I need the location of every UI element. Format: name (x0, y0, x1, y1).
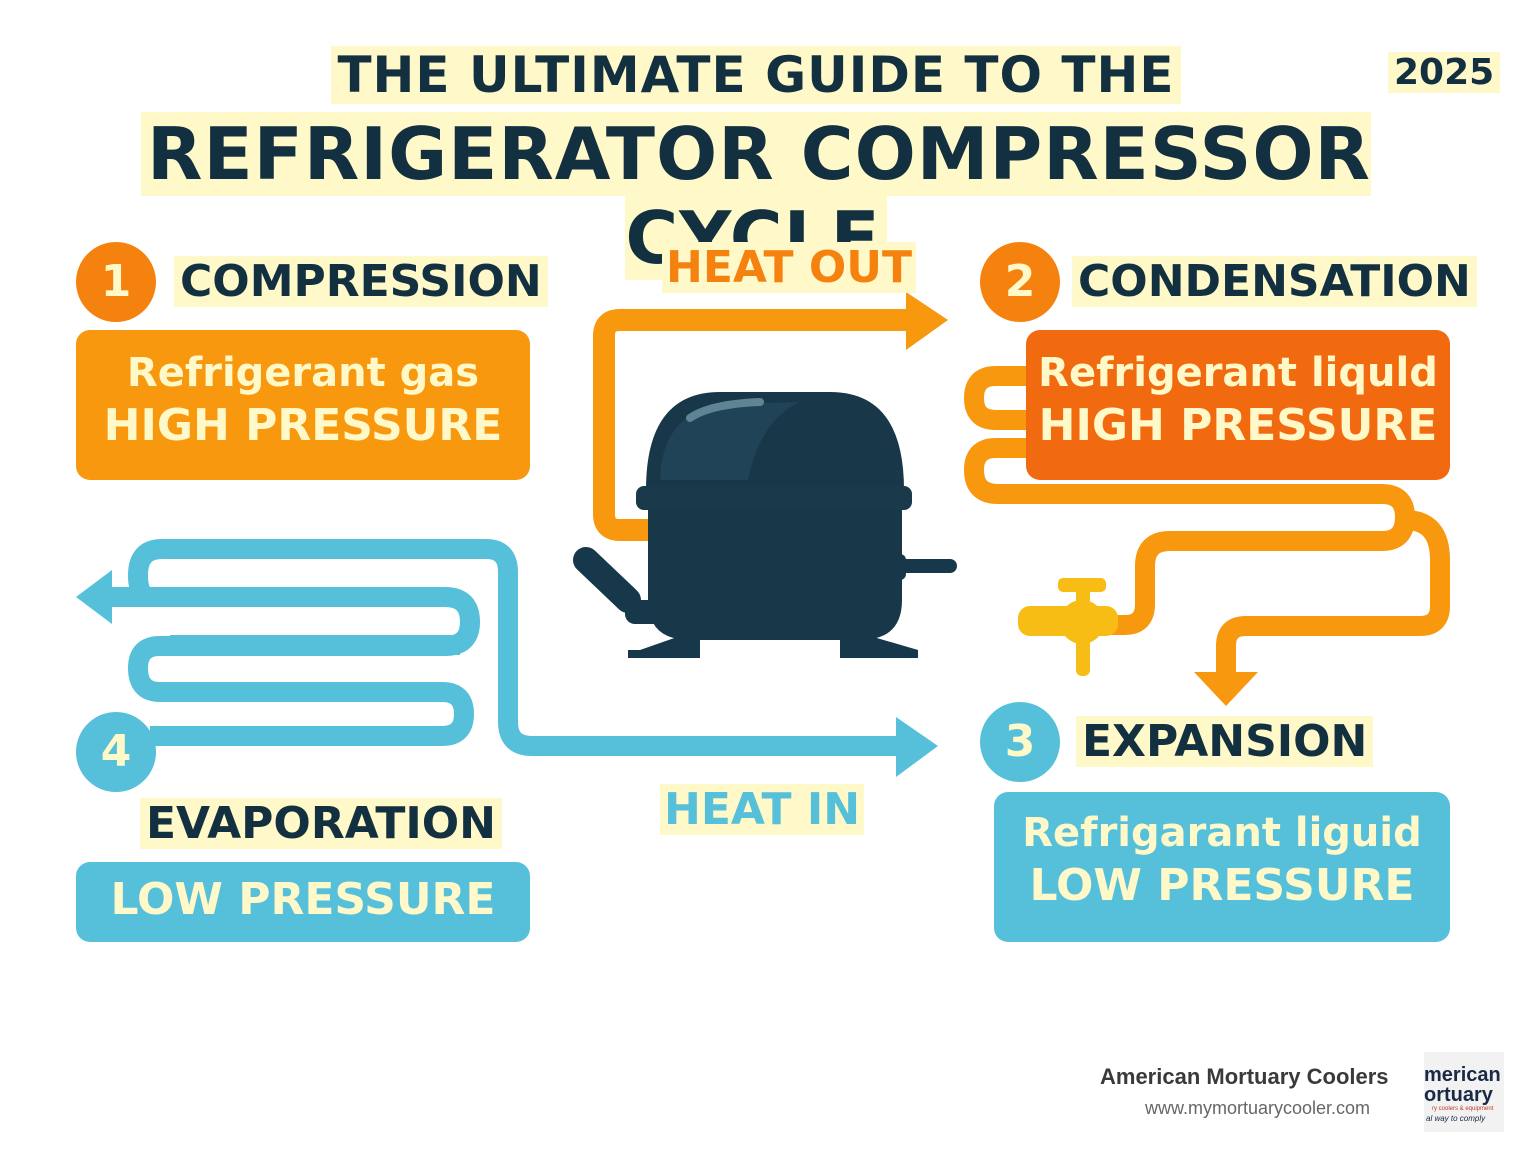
brand-logo: merican ortuary ry coolers & equipment a… (1424, 1052, 1504, 1132)
stage-3-name: EXPANSION (1076, 716, 1374, 767)
condensation-line-2: HIGH PRESSURE (1038, 400, 1438, 451)
badge-3-bg (980, 702, 1060, 782)
heat-out-pipe (593, 309, 915, 541)
heat-in-label: HEAT IN (660, 784, 865, 835)
badge-4-bg (76, 712, 156, 792)
badge-4: 4 (100, 726, 132, 777)
heat-out-arrow-icon (906, 292, 948, 350)
compressor-icon (573, 392, 957, 658)
evaporation-line-2: LOW PRESSURE (110, 874, 496, 925)
stage-2-name: CONDENSATION (1072, 256, 1477, 307)
stage-4-name: EVAPORATION (140, 798, 502, 849)
badge-2: 2 (1004, 256, 1036, 307)
condensation-box: Refrigerant liquld HIGH PRESSURE (1026, 330, 1450, 480)
compression-box: Refrigerant gas HIGH PRESSURE (76, 330, 530, 480)
logo-text-2: ortuary (1424, 1084, 1493, 1106)
expansion-line-2: LOW PRESSURE (1029, 860, 1415, 911)
badge-1-bg (76, 242, 156, 322)
brand-name: American Mortuary Coolers (1100, 1064, 1389, 1089)
stage-1-name: COMPRESSION (174, 256, 548, 307)
badge-2-bg (980, 242, 1060, 322)
logo-text-4: al way to comply (1426, 1114, 1486, 1123)
compression-line-1: Refrigerant gas (126, 350, 480, 396)
condensation-line-1: Refrigerant liquld (1038, 350, 1438, 396)
evaporation-out-arrow-icon (76, 570, 112, 624)
logo-text-3: ry coolers & equipment (1432, 1106, 1494, 1112)
brand-url[interactable]: www.mymortuarycooler.com (1145, 1098, 1371, 1118)
expansion-box: Refrigarant liguid LOW PRESSURE (994, 792, 1450, 942)
year-label: 2025 (1388, 52, 1501, 93)
badge-3: 3 (1004, 716, 1036, 767)
heat-out-label: HEAT OUT (662, 242, 916, 293)
title-line-1: THE ULTIMATE GUIDE TO THE (0, 46, 1512, 104)
evaporation-box: LOW PRESSURE (76, 862, 530, 942)
evaporator-coil (104, 587, 480, 746)
expansion-arrow-icon (1194, 672, 1258, 706)
compression-line-2: HIGH PRESSURE (103, 400, 503, 451)
heat-in-arrow-icon (896, 717, 938, 777)
expansion-valve-icon (1018, 578, 1118, 676)
logo-text-1: merican (1424, 1064, 1501, 1086)
badge-1: 1 (100, 256, 132, 307)
expansion-line-1: Refrigarant liguid (1022, 810, 1422, 856)
condenser-return-pipe (1216, 510, 1450, 676)
evaporator-top-pipe (128, 539, 900, 756)
